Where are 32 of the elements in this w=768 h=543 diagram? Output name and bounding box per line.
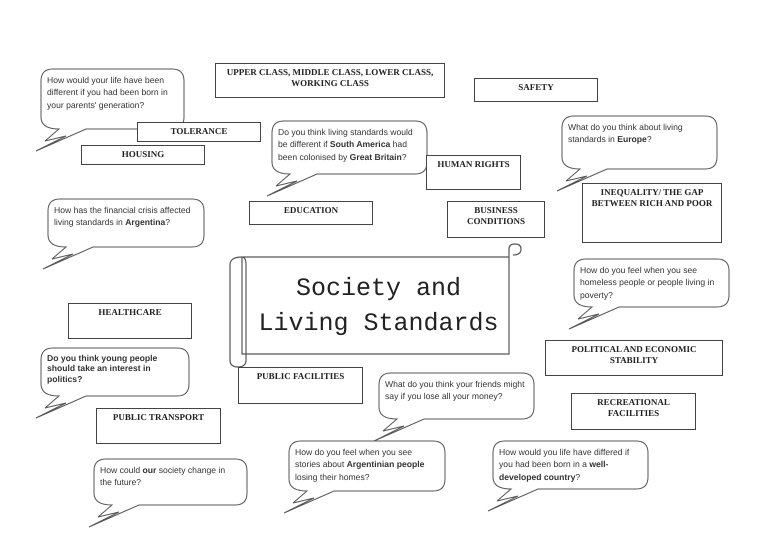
topic-box: TOLERANCE <box>137 122 261 142</box>
title-text: Society and Living Standards <box>257 273 500 340</box>
question-text: How would your life have been different if you had been born in your parents' generation? <box>47 74 169 112</box>
topic-box: EDUCATION <box>249 201 373 225</box>
speech-bubble <box>266 120 428 197</box>
question-text: Do you think living standards would be different if South America had been colonised by Great Britain? <box>278 126 414 164</box>
speech-bubble <box>88 458 248 528</box>
speech-bubble <box>487 440 649 512</box>
topic-box: HOUSING <box>81 145 205 165</box>
question-text: How do you feel when you see homeless people or people living in poverty? <box>580 264 716 302</box>
topic-box: UPPER CLASS, MIDDLE CLASS, LOWER CLASS, WORKING CLASS <box>215 63 445 98</box>
question-text: What do you think about living standards in Europe? <box>568 121 684 146</box>
speech-bubble <box>568 258 730 330</box>
title-scroll <box>228 243 523 368</box>
question-text: How has the financial crisis affected living standards in Argentina? <box>54 204 192 229</box>
topic-box: HEALTHCARE <box>68 303 192 339</box>
topic-box: PUBLIC TRANSPORT <box>96 408 221 444</box>
topic-box: BUSINESS CONDITIONS <box>447 201 545 238</box>
question-text: How could our society change in the future? <box>100 464 226 489</box>
topic-box: INEQUALITY/ THE GAP BETWEEN RICH AND POOR <box>582 183 722 243</box>
speech-bubble <box>283 440 446 514</box>
speech-bubble <box>373 372 535 442</box>
topic-box: HUMAN RIGHTS <box>426 155 521 190</box>
question-text: How would you life have differed if you had been born in a well-developed country? <box>499 446 630 484</box>
question-text: What do you think your friends might say if you lose all your money? <box>385 378 525 403</box>
topic-box: PUBLIC FACILITIES <box>238 367 363 404</box>
question-text: Do you think young people should take an interest in politics? <box>47 353 158 384</box>
topic-box: SAFETY <box>474 78 598 102</box>
topic-box: POLITICAL AND ECONOMIC STABILITY <box>545 340 723 376</box>
question-text: How do you feel when you see stories about Argentinian people losing their homes? <box>295 446 426 484</box>
speech-bubble <box>42 198 205 270</box>
topic-box: RECREATIONAL FACILITIES <box>571 393 696 430</box>
